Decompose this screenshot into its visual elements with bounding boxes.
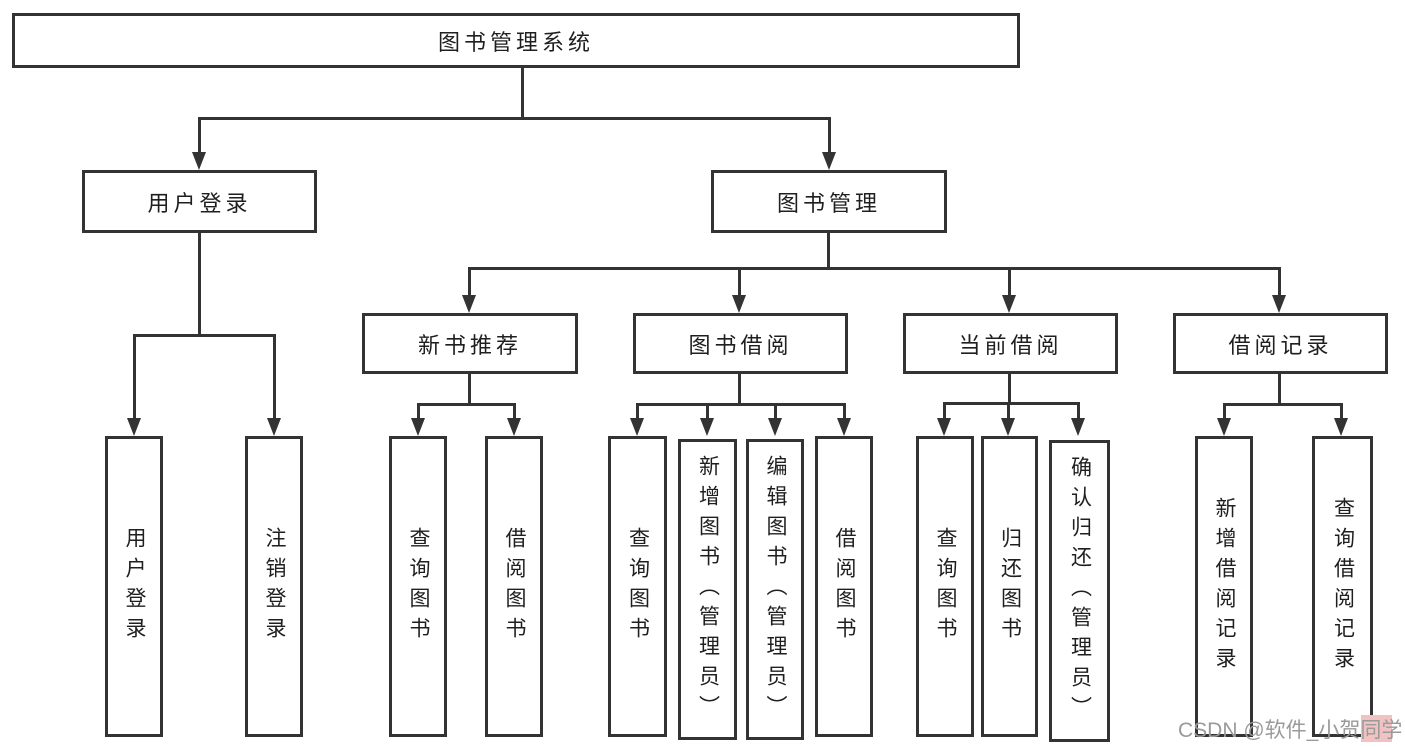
- connector-line: [1008, 267, 1011, 300]
- node-label: 用户登录: [147, 190, 252, 216]
- connector-line: [843, 403, 846, 419]
- connector-line: [417, 403, 420, 419]
- node-label: 借阅图书: [503, 526, 526, 647]
- node-label: 查询图书: [934, 526, 957, 647]
- node-label: 编辑图书（管理员）: [764, 454, 787, 725]
- node-book-borrowing: 图书借阅: [633, 313, 848, 374]
- leaf-add-borrow-record: 新增借阅记录: [1195, 436, 1253, 737]
- connector-line: [943, 402, 1080, 405]
- connector-line: [774, 403, 777, 419]
- node-label: 新增图书（管理员）: [696, 454, 720, 725]
- connector-line: [828, 117, 831, 154]
- arrow-down-icon: [1001, 418, 1015, 436]
- connector-line: [198, 232, 201, 336]
- node-new-book-recommendation: 新书推荐: [362, 313, 578, 374]
- node-current-borrowing: 当前借阅: [903, 313, 1118, 374]
- connector-line: [1223, 403, 1226, 419]
- node-label: 图书借阅: [688, 332, 793, 358]
- leaf-query-books-current: 查询图书: [916, 436, 974, 737]
- leaf-edit-book-admin: 编辑图书（管理员）: [746, 439, 804, 740]
- node-label: 用户登录: [123, 526, 146, 647]
- arrow-down-icon: [507, 418, 521, 436]
- node-borrowing-records: 借阅记录: [1173, 313, 1388, 374]
- arrow-down-icon: [700, 418, 714, 436]
- leaf-query-books-recommend: 查询图书: [389, 436, 447, 737]
- node-book-management: 图书管理: [711, 170, 947, 233]
- connector-line: [1278, 267, 1281, 300]
- arrow-down-icon: [1272, 295, 1286, 313]
- connector-line: [706, 403, 709, 419]
- leaf-logout: 注销登录: [245, 436, 303, 737]
- connector-line: [1008, 373, 1011, 405]
- connector-line: [827, 232, 830, 270]
- connector-line: [738, 373, 741, 406]
- connector-line: [468, 267, 1281, 270]
- connector-line: [636, 403, 639, 419]
- node-library-management-system: 图书管理系统: [12, 13, 1020, 68]
- connector-line: [636, 403, 846, 406]
- watermark-text: CSDN @软件_小贺同学: [1178, 719, 1403, 742]
- arrow-down-icon: [1217, 418, 1231, 436]
- connector-line: [1340, 403, 1343, 419]
- leaf-borrow-books-recommend: 借阅图书: [485, 436, 543, 737]
- arrow-down-icon: [630, 418, 644, 436]
- node-label: 确认归还（管理员）: [1068, 456, 1092, 726]
- arrow-down-icon: [732, 295, 746, 313]
- arrow-down-icon: [462, 295, 476, 313]
- watermark: CSDN @软件_小贺同学: [1178, 714, 1402, 744]
- arrow-down-icon: [768, 418, 782, 436]
- connector-line: [198, 117, 201, 154]
- connector-line: [1077, 402, 1080, 419]
- leaf-query-borrow-record: 查询借阅记录: [1312, 436, 1373, 737]
- connector-line: [521, 66, 524, 119]
- connector-line: [1007, 402, 1010, 419]
- watermark-highlight: [1361, 715, 1392, 742]
- connector-line: [133, 334, 136, 419]
- arrow-down-icon: [1334, 418, 1348, 436]
- connector-line: [738, 267, 741, 300]
- arrow-down-icon: [267, 418, 281, 436]
- node-label: 查询图书: [626, 526, 650, 647]
- node-label: 查询图书: [407, 526, 430, 647]
- node-label: 借阅记录: [1228, 332, 1333, 358]
- leaf-return-books: 归还图书: [981, 436, 1038, 737]
- leaf-confirm-return-admin: 确认归还（管理员）: [1049, 440, 1110, 742]
- node-label: 注销登录: [263, 526, 286, 647]
- node-label: 借阅图书: [833, 526, 856, 647]
- node-label: 图书管理系统: [437, 29, 594, 55]
- arrow-down-icon: [837, 418, 851, 436]
- arrow-down-icon: [822, 152, 836, 170]
- arrow-down-icon: [1071, 418, 1085, 436]
- node-label: 新书推荐: [417, 332, 522, 358]
- connector-line: [417, 403, 516, 406]
- node-label: 查询借阅记录: [1331, 496, 1355, 677]
- connector-line: [133, 334, 276, 337]
- connector-line: [273, 334, 276, 419]
- leaf-add-book-admin: 新增图书（管理员）: [678, 439, 737, 740]
- connector-line: [943, 402, 946, 419]
- node-label: 图书管理: [776, 190, 881, 216]
- connector-line: [1223, 403, 1343, 406]
- arrow-down-icon: [192, 152, 206, 170]
- arrow-down-icon: [127, 418, 141, 436]
- node-label: 当前借阅: [958, 332, 1063, 358]
- connector-line: [468, 373, 471, 406]
- connector-line: [468, 267, 471, 300]
- arrow-down-icon: [937, 418, 951, 436]
- connector-line: [198, 117, 831, 120]
- node-user-login: 用户登录: [82, 170, 317, 233]
- connector-line: [1278, 373, 1281, 406]
- leaf-user-login: 用户登录: [105, 436, 163, 737]
- leaf-query-books-borrowing: 查询图书: [608, 436, 667, 737]
- node-label: 归还图书: [998, 526, 1022, 647]
- leaf-borrow-books-borrowing: 借阅图书: [815, 436, 873, 737]
- arrow-down-icon: [411, 418, 425, 436]
- node-label: 新增借阅记录: [1213, 496, 1236, 677]
- connector-line: [513, 403, 516, 419]
- arrow-down-icon: [1002, 295, 1016, 313]
